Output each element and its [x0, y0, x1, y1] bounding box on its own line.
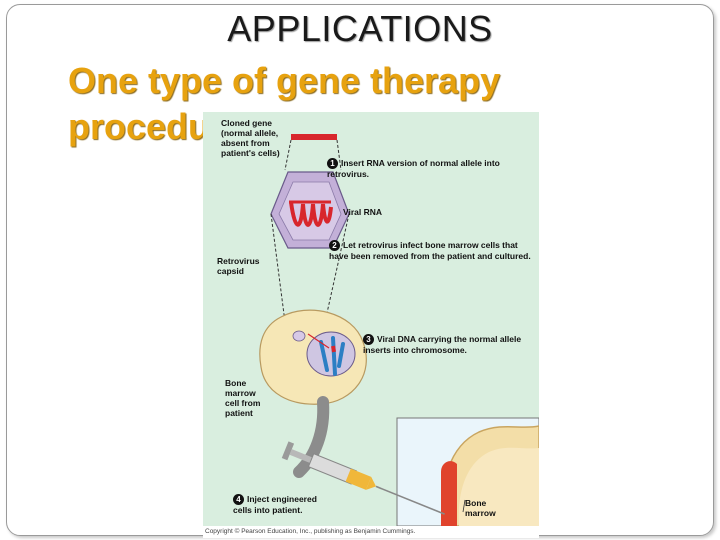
- pointer-line: [462, 499, 466, 513]
- viral-rna-label: Viral RNA: [343, 207, 383, 217]
- syringe-plunger-head: [281, 441, 295, 461]
- inserted-allele: [331, 345, 336, 353]
- retrovirus-capsid-label: Retrovirus capsid: [217, 256, 260, 276]
- step-2-text: Let retrovirus infect bone marrow cells …: [329, 240, 531, 261]
- bone-inner: [458, 447, 539, 526]
- step-4-number: 4: [233, 494, 244, 505]
- syringe-tip: [365, 476, 377, 490]
- bone-marrow-label: Bone marrow: [465, 498, 496, 518]
- step-4-text: Inject engineered cells into patient.: [233, 494, 317, 515]
- slide-subtitle: One type of gene therapy procedure: [68, 60, 501, 147]
- syringe-cells: [345, 468, 372, 490]
- dashed-line: [270, 213, 286, 323]
- step-2-number: 2: [329, 240, 340, 251]
- step-3-number: 3: [363, 334, 374, 345]
- syringe-needle: [375, 485, 445, 515]
- step-3-text: Viral DNA carrying the normal allele ins…: [363, 334, 522, 355]
- syringe-plunger: [289, 449, 313, 463]
- transfer-arrow: [293, 396, 330, 478]
- capsid-inner: [278, 181, 342, 241]
- dashed-line: [324, 213, 350, 323]
- gene-therapy-figure: Cloned gene (normal allele, absent from …: [203, 112, 539, 538]
- copyright-notice: Copyright © Pearson Education, Inc., pub…: [203, 526, 539, 538]
- bone-marrow-cell-label: Bone marrow cell from patient: [225, 378, 261, 418]
- slide-title: APPLICATIONS: [227, 8, 493, 49]
- insertion-arrow: [307, 333, 330, 349]
- chromosome: [319, 340, 329, 372]
- chromosome: [337, 342, 345, 368]
- dashed-line: [336, 139, 342, 171]
- step-1-text: Insert RNA version of normal allele into…: [327, 158, 500, 179]
- chromosome: [331, 336, 337, 376]
- viral-rna: [289, 201, 333, 227]
- gene-therapy-illustration: [259, 134, 539, 526]
- cloned-gene-bar: [291, 134, 337, 140]
- syringe: [281, 441, 445, 515]
- bone-marrow-region: [441, 461, 457, 526]
- dashed-line: [284, 139, 292, 171]
- retrovirus-particle: [292, 330, 306, 342]
- cloned-gene-label: Cloned gene (normal allele, absent from …: [221, 118, 280, 158]
- step-1-number: 1: [327, 158, 338, 169]
